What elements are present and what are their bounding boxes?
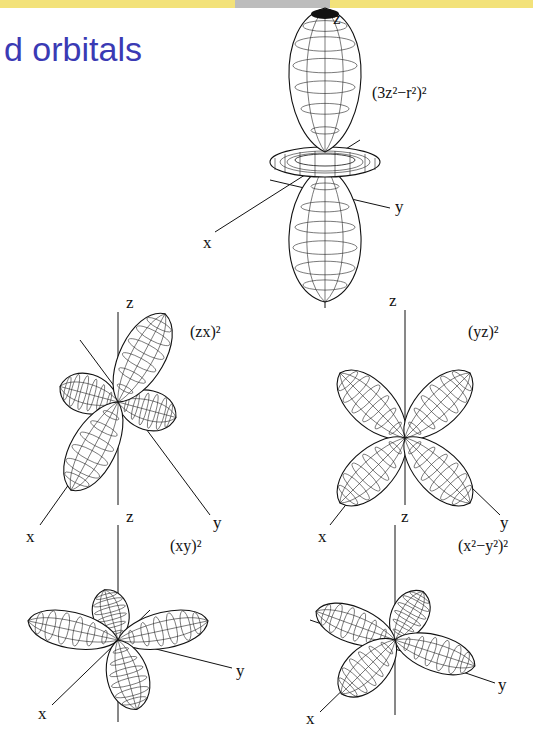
orbital-label: (xy)²	[170, 538, 201, 554]
axis-label: x	[318, 528, 327, 545]
axis-label: x	[38, 705, 47, 722]
orbital-label: (x²−y²)²	[458, 538, 508, 554]
axis-label: y	[395, 198, 404, 215]
orbital-label: (zx)²	[190, 324, 221, 340]
axis-label: x	[306, 710, 315, 727]
axis-label: z	[389, 292, 397, 309]
axis-label: z	[401, 508, 409, 525]
axis-label: y	[236, 662, 245, 679]
axis-label: z	[126, 294, 134, 311]
orbital-label: (3z²−r²)²	[372, 85, 427, 101]
axis-label: y	[213, 514, 222, 531]
axis-label: y	[500, 514, 509, 531]
axis-label: z	[333, 10, 341, 27]
axis-label: x	[203, 234, 212, 251]
axis-label: x	[26, 528, 35, 545]
axis-label: z	[126, 508, 134, 525]
orbital-label: (yz)²	[468, 324, 499, 340]
page-title: d orbitals	[4, 32, 142, 66]
axis-label: y	[498, 676, 507, 693]
